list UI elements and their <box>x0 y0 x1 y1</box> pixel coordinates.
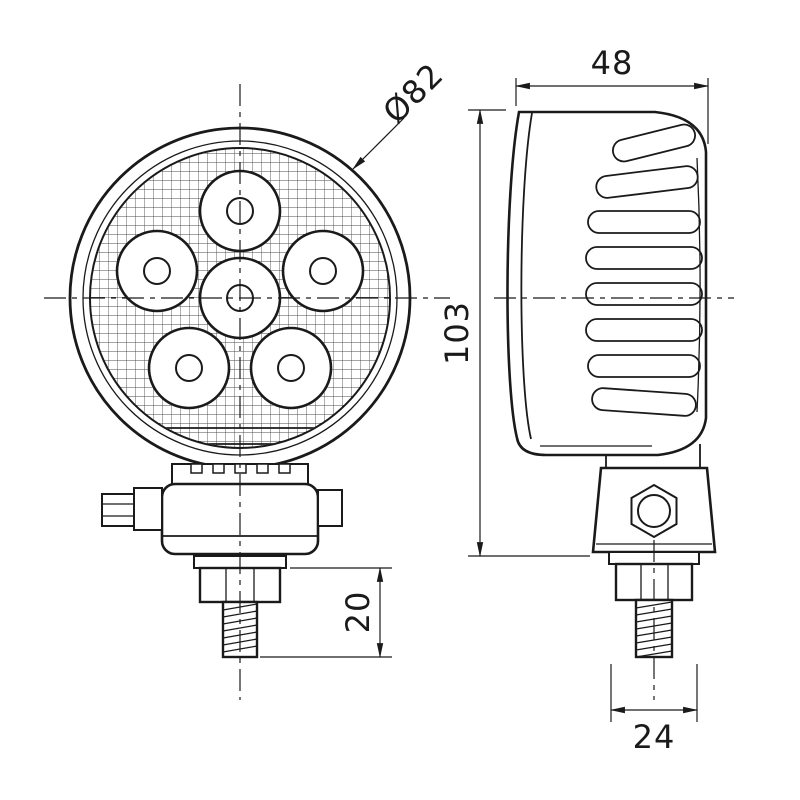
side-bolt-front <box>101 487 163 531</box>
led <box>281 229 365 313</box>
dimension-diameter-label: Ø82 <box>375 55 451 131</box>
mounting-stud-side <box>608 551 700 659</box>
dimension-height-label: 103 <box>438 301 476 365</box>
dimension-width: 48 <box>514 44 710 144</box>
inner-wall-side <box>696 157 701 413</box>
side-view <box>506 110 717 659</box>
dimension-stud-length-label: 20 <box>339 591 377 634</box>
led <box>147 326 231 410</box>
hex-bolt-side <box>630 483 678 539</box>
mounting-bracket-side <box>591 444 717 554</box>
dimension-stud-width: 24 <box>609 664 699 756</box>
cooling-fins <box>585 123 703 417</box>
dimension-height: 103 <box>438 108 590 558</box>
lens-edge-side <box>520 112 533 440</box>
led <box>115 229 199 313</box>
mounting-bracket-front <box>101 463 343 556</box>
dimension-width-label: 48 <box>591 44 634 82</box>
center-lines <box>44 84 734 700</box>
led <box>249 326 333 410</box>
dimension-diameter: Ø82 <box>352 55 451 170</box>
dimension-stud-length: 20 <box>260 566 392 659</box>
dimension-stud-width-label: 24 <box>633 718 676 756</box>
side-bolt-end <box>317 489 343 527</box>
